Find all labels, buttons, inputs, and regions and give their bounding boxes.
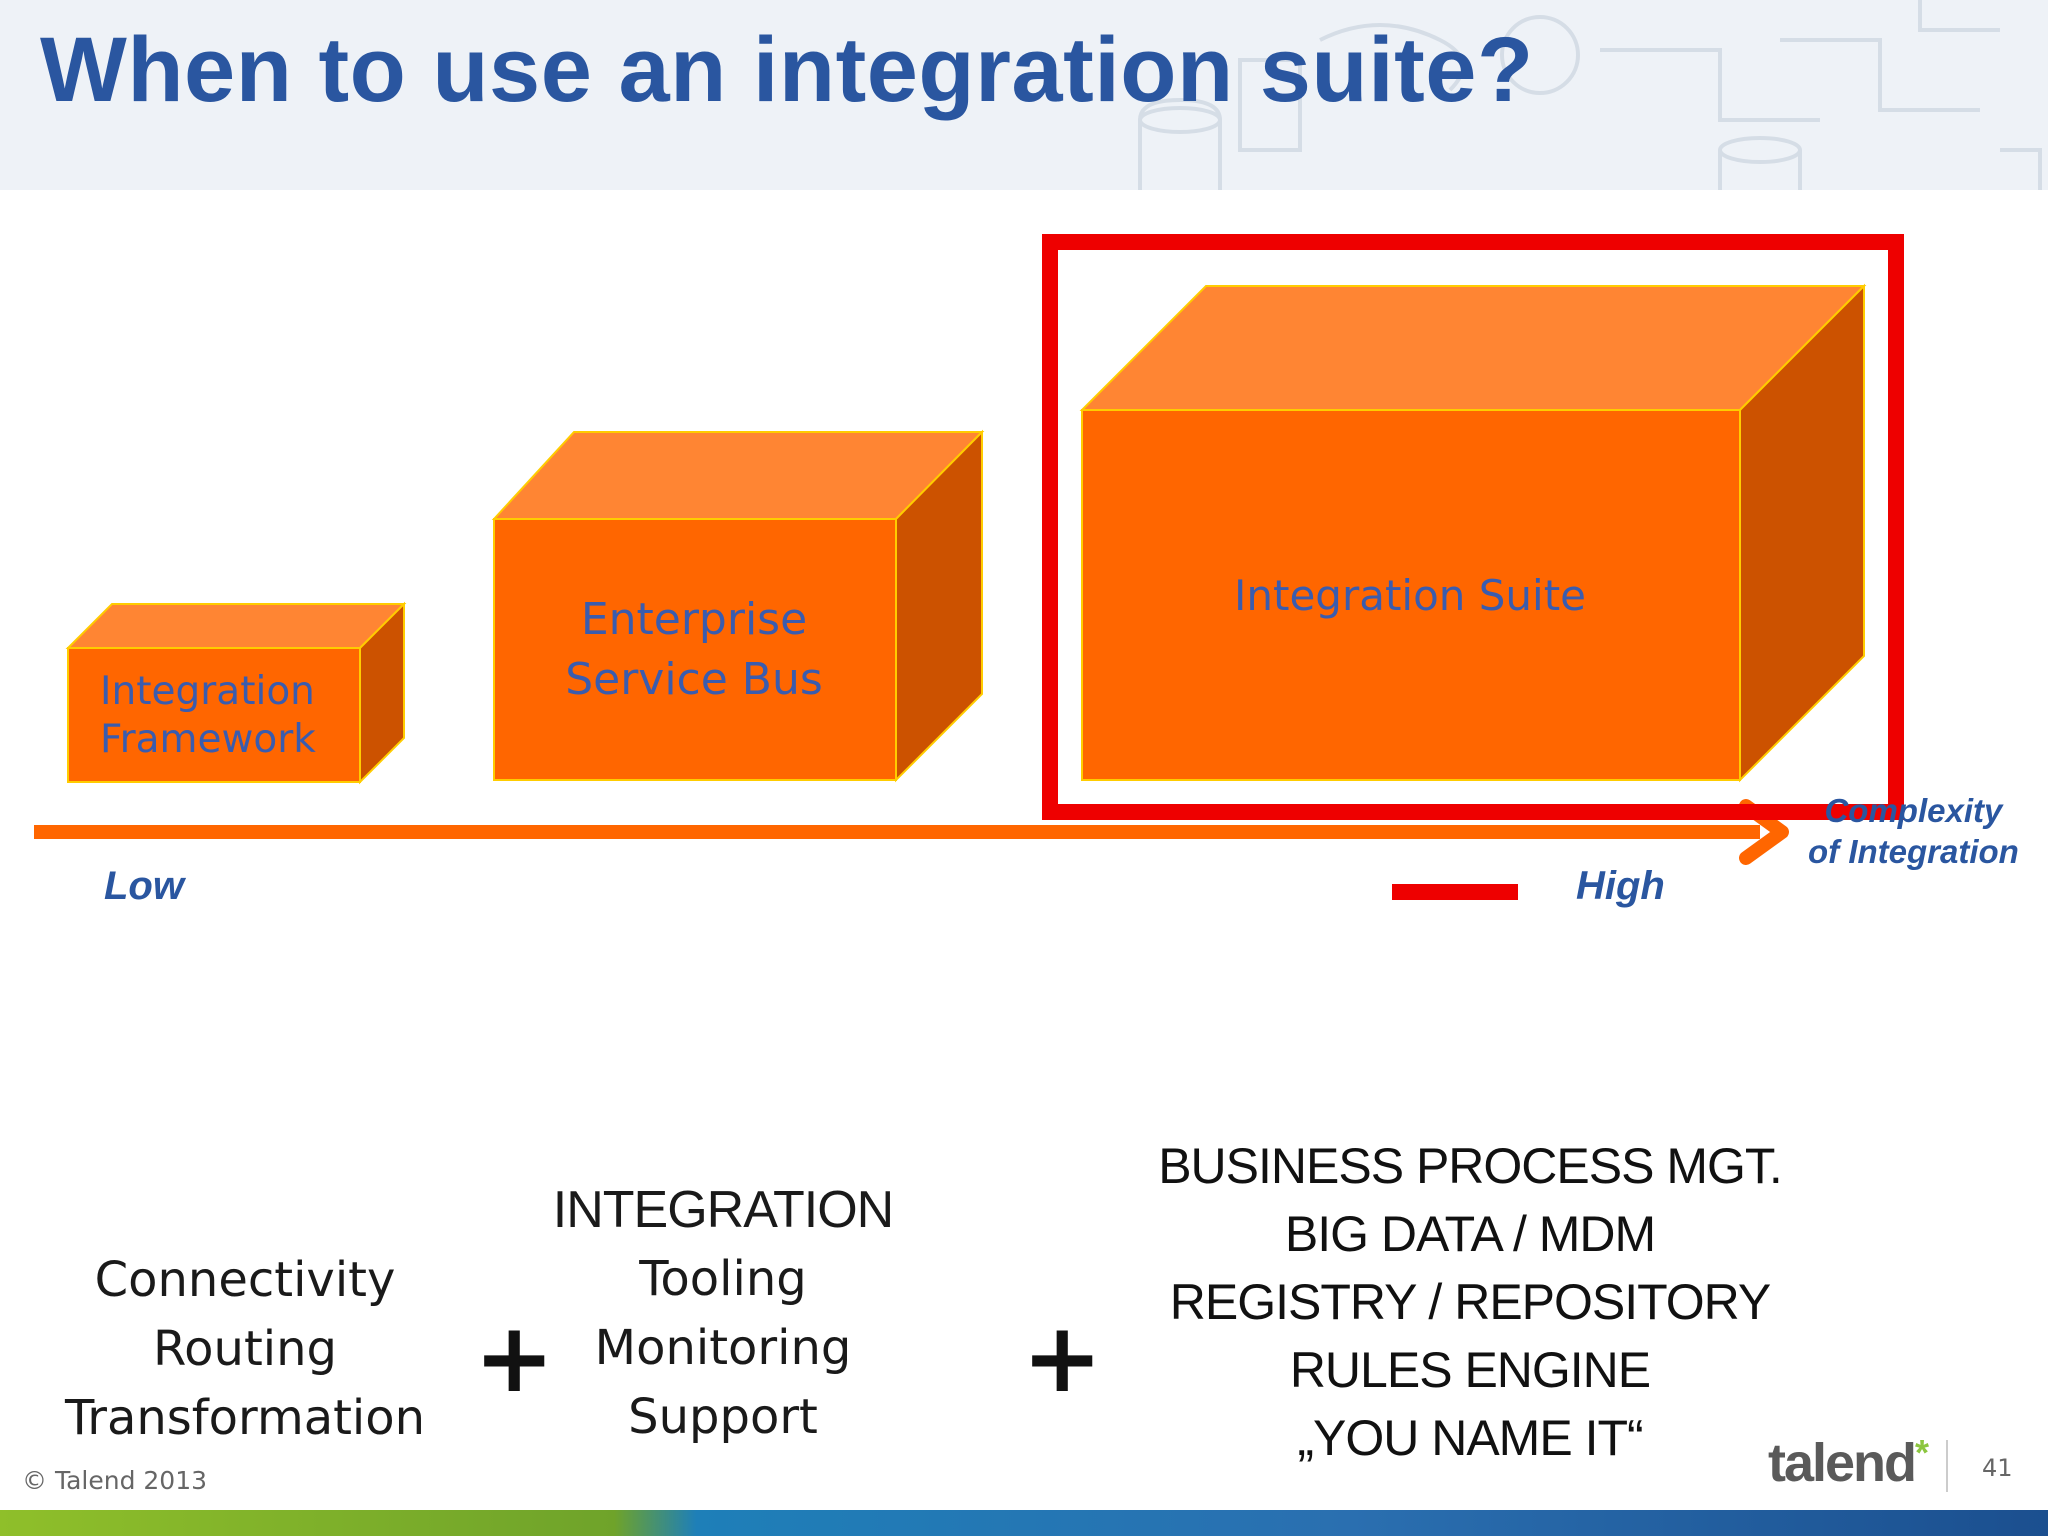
box-integration-suite [1079,283,1867,783]
suite-item-2: BIG DATA / MDM [1284,1206,1656,1262]
box1-label-line1: Integration [100,669,315,714]
box-label-integration-framework: Integration Framework [100,668,320,764]
box-integration-framework [65,601,407,785]
axis-end-label-line2: of Integration [1808,833,2019,870]
box-label-integration-suite: Integration Suite [1190,568,1630,624]
box-label-enterprise-service-bus: Enterprise Service Bus [524,590,864,710]
suite-item-5: „YOU NAME IT“ [1297,1410,1643,1466]
box-enterprise-service-bus [491,429,985,783]
esb-item-1: Tooling [639,1251,807,1307]
box3-top-face [1079,285,1867,411]
box2-label-line2: Service Bus [565,654,823,705]
talend-logo-text: talend [1768,1433,1917,1493]
feature-column-esb: INTEGRATION Tooling Monitoring Support [528,1176,918,1452]
axis-end-label: Complexity of Integration [1808,790,2019,872]
box1-label-line2: Framework [100,717,316,762]
copyright-notice: © Talend 2013 [22,1466,208,1495]
slide-title: When to use an integration suite? [40,19,1534,121]
talend-logo: talend* [1768,1432,1929,1494]
framework-item-2: Routing [152,1321,338,1377]
box3-label-line1: Integration Suite [1233,571,1587,620]
down-arrow [1392,884,1518,900]
complexity-diagram [34,234,1904,900]
box2-front-face [493,518,897,781]
esb-item-heading: INTEGRATION [552,1181,894,1239]
suite-item-1: BUSINESS PROCESS MGT. [1158,1138,1783,1194]
esb-item-2: Monitoring [594,1320,852,1376]
feature-column-suite: BUSINESS PROCESS MGT. BIG DATA / MDM REG… [1110,1132,1830,1472]
header-sketch-illustration [1138,0,2042,190]
box2-label-line1: Enterprise [580,594,808,645]
suite-item-3: REGISTRY / REPOSITORY [1169,1274,1771,1330]
box1-front-face [67,647,361,783]
axis-high-label: High [1576,864,1665,908]
header-band [0,0,2048,190]
integration-suite-highlight-frame [1042,234,1904,820]
feature-column-framework: Connectivity Routing Transformation [40,1246,450,1453]
box3-front-face [1081,409,1741,781]
axis-low-label: Low [104,864,184,908]
page-number: 41 [1982,1454,2013,1482]
framework-item-1: Connectivity [94,1252,396,1308]
plus-sign-1: + [474,1302,555,1414]
esb-item-3: Support [628,1389,818,1445]
footer-color-bar [0,1510,2048,1536]
box1-top-face [65,603,407,649]
framework-item-3: Transformation [64,1390,426,1446]
talend-logo-star-icon: * [1915,1432,1929,1473]
suite-item-4: RULES ENGINE [1289,1342,1651,1398]
plus-sign-2: + [1022,1302,1103,1414]
axis-end-label-line1: Complexity [1824,792,2003,829]
logo-divider [1946,1440,1948,1492]
